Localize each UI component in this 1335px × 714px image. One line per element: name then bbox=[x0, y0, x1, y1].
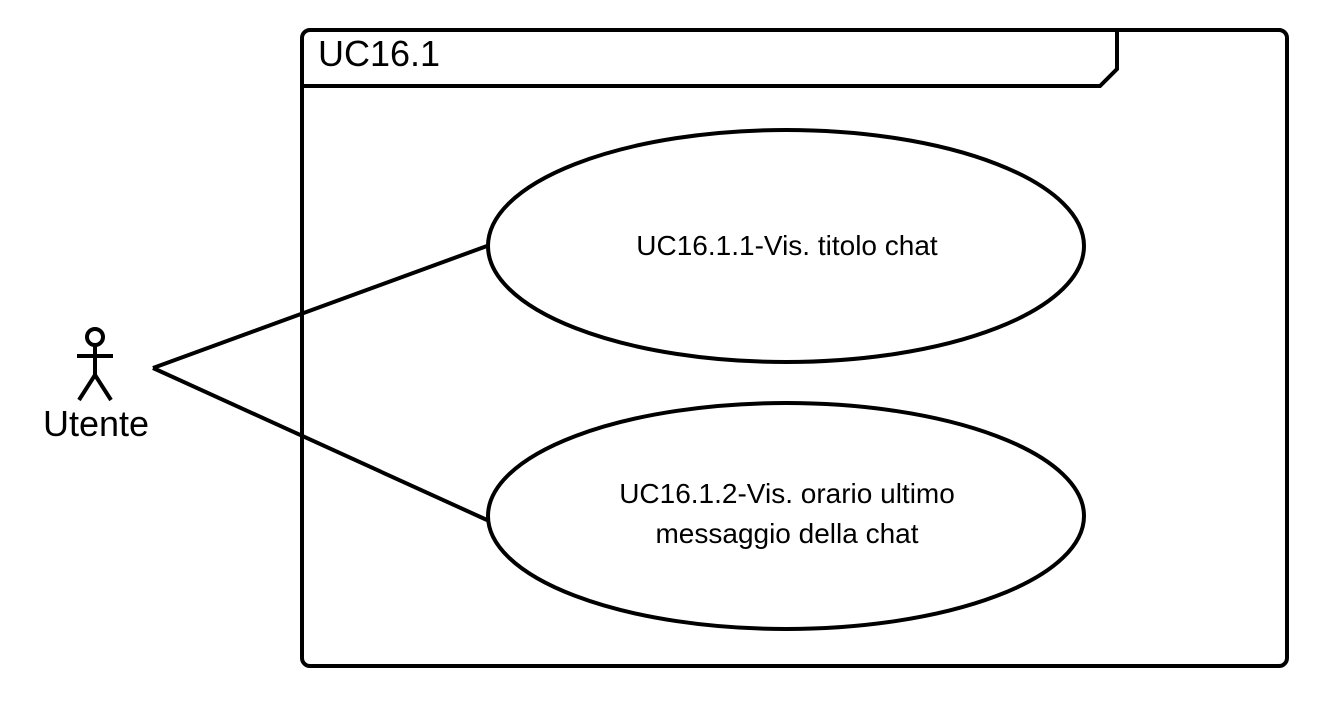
use-case-label-line-1: UC16.1.2-Vis. orario ultimo bbox=[619, 478, 955, 509]
use-case-uc16-1-1[interactable]: UC16.1.1-Vis. titolo chat bbox=[486, 128, 1086, 364]
use-case-label-line-2: messaggio della chat bbox=[655, 518, 918, 549]
use-case-uc16-1-2[interactable]: UC16.1.2-Vis. orario ultimo messaggio de… bbox=[486, 401, 1086, 631]
use-case-label: UC16.1.1-Vis. titolo chat bbox=[636, 230, 938, 261]
system-boundary bbox=[300, 28, 1289, 668]
association-line-uc1 bbox=[152, 244, 488, 370]
association-line-uc2 bbox=[152, 366, 488, 522]
actor-head bbox=[85, 327, 105, 347]
frame-title: UC16.1 bbox=[318, 33, 440, 74]
actor-right-leg bbox=[93, 373, 113, 402]
use-case-ellipse bbox=[486, 128, 1086, 364]
use-case-ellipse bbox=[486, 401, 1086, 631]
actor-left-leg bbox=[77, 373, 97, 402]
actor-name: Utente bbox=[43, 403, 149, 444]
actor-utente-figure[interactable] bbox=[77, 327, 113, 402]
frame-title-tab bbox=[302, 30, 1119, 88]
